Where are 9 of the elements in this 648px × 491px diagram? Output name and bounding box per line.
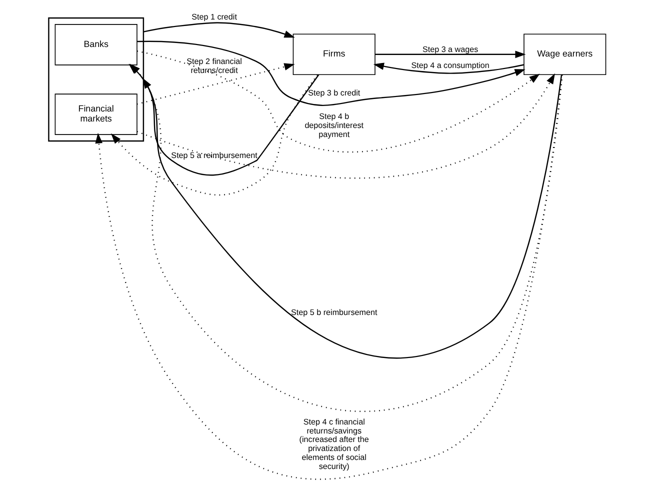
edge-label: Step 2 financial returns/credit bbox=[186, 57, 242, 76]
edge-label: Step 4 c financial returns/savings (increased after the privatization of elements of social security) bbox=[299, 417, 369, 471]
edge-label: Step 5 a reimbursement bbox=[171, 151, 258, 160]
edge-label: Step 3 b credit bbox=[308, 88, 360, 98]
edge-label: Step 3 a wages bbox=[422, 44, 478, 54]
edge-label: Step 1 credit bbox=[192, 12, 237, 22]
edge-label: Step 5 b reimbursement bbox=[291, 308, 378, 318]
edge-label: Step 4 b deposits/interest payment bbox=[304, 112, 364, 139]
edge-label: Step 4 a consumption bbox=[411, 61, 490, 70]
